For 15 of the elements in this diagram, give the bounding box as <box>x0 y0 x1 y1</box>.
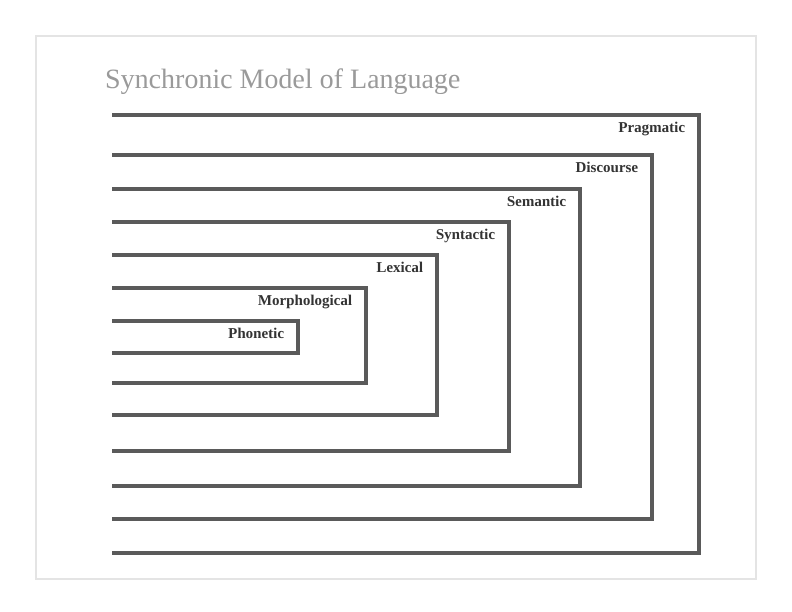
title: Synchronic Model of Language <box>105 63 460 97</box>
nested-layer-frame <box>112 286 368 385</box>
layer-label: Lexical <box>376 259 423 278</box>
nested-layer-frame <box>112 113 701 555</box>
layer-label: Morphological <box>258 292 352 311</box>
nested-layer-frame <box>112 220 511 453</box>
nested-layer-frame <box>112 253 439 417</box>
nested-layer-frame <box>112 153 654 521</box>
layer-label: Pragmatic <box>618 119 685 138</box>
layer-label: Semantic <box>506 193 566 212</box>
layer-label: Discourse <box>576 159 638 178</box>
nested-layer-frame <box>112 187 582 488</box>
layer-label: Syntactic <box>436 226 495 245</box>
nested-layer-frame <box>112 319 300 355</box>
layer-label: Phonetic <box>228 325 284 344</box>
